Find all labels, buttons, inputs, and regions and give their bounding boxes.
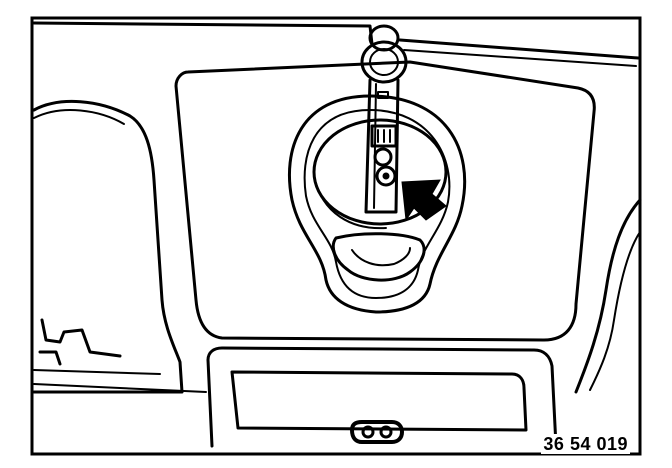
arm-slot xyxy=(377,91,389,99)
lamp-recess-inner xyxy=(351,247,411,267)
upper-screw xyxy=(373,147,393,167)
figure-number: 36 54 019 xyxy=(541,434,630,454)
lower-screw-center xyxy=(382,172,390,180)
left-visor-bracket xyxy=(38,318,122,366)
top-knob-face xyxy=(369,48,399,76)
pointer-arrow xyxy=(401,179,447,222)
latch-knob-left xyxy=(361,425,375,439)
lens-rim xyxy=(313,175,387,230)
latch-knob-right xyxy=(379,425,393,439)
light-housing-inner xyxy=(303,109,451,299)
figure-frame xyxy=(30,16,642,456)
lower-ledge xyxy=(33,369,207,393)
light-housing-outer xyxy=(287,94,467,314)
left-sun-visor xyxy=(32,100,184,394)
left-visor-inner-edge xyxy=(33,109,125,125)
roof-edge-line-inner xyxy=(403,49,637,67)
compartment-lid xyxy=(230,370,528,432)
roof-edge-line xyxy=(32,21,640,60)
connector-pins xyxy=(377,129,391,143)
top-knob-cap xyxy=(368,24,400,52)
console-panel xyxy=(174,60,596,342)
compartment-latch xyxy=(350,420,404,444)
compartment-left-wall xyxy=(206,358,214,448)
top-knob xyxy=(360,40,408,84)
lower-screw xyxy=(375,165,397,187)
lamp-recess xyxy=(331,232,426,282)
light-lens xyxy=(312,118,448,226)
right-sun-visor xyxy=(574,198,642,394)
right-visor-inner-edge xyxy=(589,231,641,391)
connector-block xyxy=(370,124,398,148)
storage-compartment xyxy=(206,346,558,448)
